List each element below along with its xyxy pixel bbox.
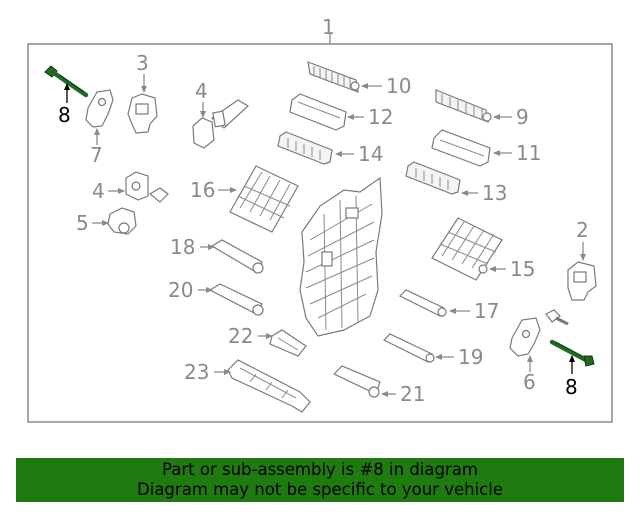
main-housing[interactable] — [299, 176, 383, 337]
part-8-screw-right[interactable] — [549, 339, 595, 367]
part-13-door[interactable] — [405, 161, 461, 195]
callout-12: 12 — [368, 105, 393, 129]
callout-2: 2 — [576, 218, 589, 242]
callout-6: 6 — [523, 370, 536, 394]
callout-7: 7 — [90, 143, 103, 167]
callout-11: 11 — [516, 141, 541, 165]
callout-8a: 8 — [58, 103, 71, 127]
callout-14: 14 — [358, 142, 383, 166]
callout-3: 3 — [136, 51, 149, 75]
part-12-door[interactable] — [289, 93, 347, 131]
part-22-seal[interactable] — [269, 329, 307, 357]
callout-8b: 8 — [565, 375, 578, 399]
callout-15: 15 — [510, 257, 535, 281]
callout-18: 18 — [170, 235, 195, 259]
callout-22: 22 — [228, 324, 253, 348]
bolt-small[interactable] — [545, 309, 569, 326]
callout-21: 21 — [400, 382, 425, 406]
callout-9: 9 — [516, 105, 529, 129]
part-7-bracket[interactable] — [85, 89, 114, 128]
info-banner: Part or sub-assembly is #8 in diagram Di… — [16, 458, 624, 502]
assembly-frame — [27, 43, 613, 423]
part-17-link[interactable] — [398, 289, 447, 317]
banner-line-1: Part or sub-assembly is #8 in diagram — [162, 460, 478, 479]
part-15-filter[interactable] — [431, 217, 503, 281]
callout-13: 13 — [482, 181, 507, 205]
callout-17: 17 — [474, 299, 499, 323]
part-23-duct[interactable] — [227, 359, 311, 413]
part-10-door[interactable] — [307, 61, 360, 93]
part-11-door[interactable] — [431, 129, 491, 167]
callout-23: 23 — [184, 360, 209, 384]
part-9-door[interactable] — [435, 89, 492, 123]
part-5-motor[interactable] — [107, 207, 137, 235]
callout-4b: 4 — [92, 179, 105, 203]
part-16-filter[interactable] — [229, 165, 299, 233]
part-4-actuator-upper[interactable] — [192, 99, 249, 149]
part-21-link[interactable] — [332, 365, 381, 398]
part-14-door[interactable] — [277, 131, 333, 165]
part-8-screw-left[interactable] — [44, 65, 89, 98]
callout-1: 1 — [322, 15, 335, 39]
part-2-bracket[interactable] — [567, 261, 597, 301]
part-19-link[interactable] — [382, 333, 435, 363]
banner-line-2: Diagram may not be specific to your vehi… — [137, 480, 503, 499]
callout-10: 10 — [386, 74, 411, 98]
part-6-bracket[interactable] — [509, 317, 541, 357]
callout-4a: 4 — [195, 79, 208, 103]
part-3-bracket[interactable] — [127, 93, 158, 134]
callout-5: 5 — [76, 211, 89, 235]
part-20-link[interactable] — [208, 283, 264, 316]
callout-19: 19 — [458, 345, 483, 369]
callout-16: 16 — [190, 178, 215, 202]
parts-diagram: 1 8 7 3 4 4 5 — [27, 15, 613, 423]
callout-20: 20 — [168, 278, 193, 302]
part-18-link[interactable] — [210, 239, 264, 274]
part-4-actuator-lower[interactable] — [125, 171, 169, 203]
